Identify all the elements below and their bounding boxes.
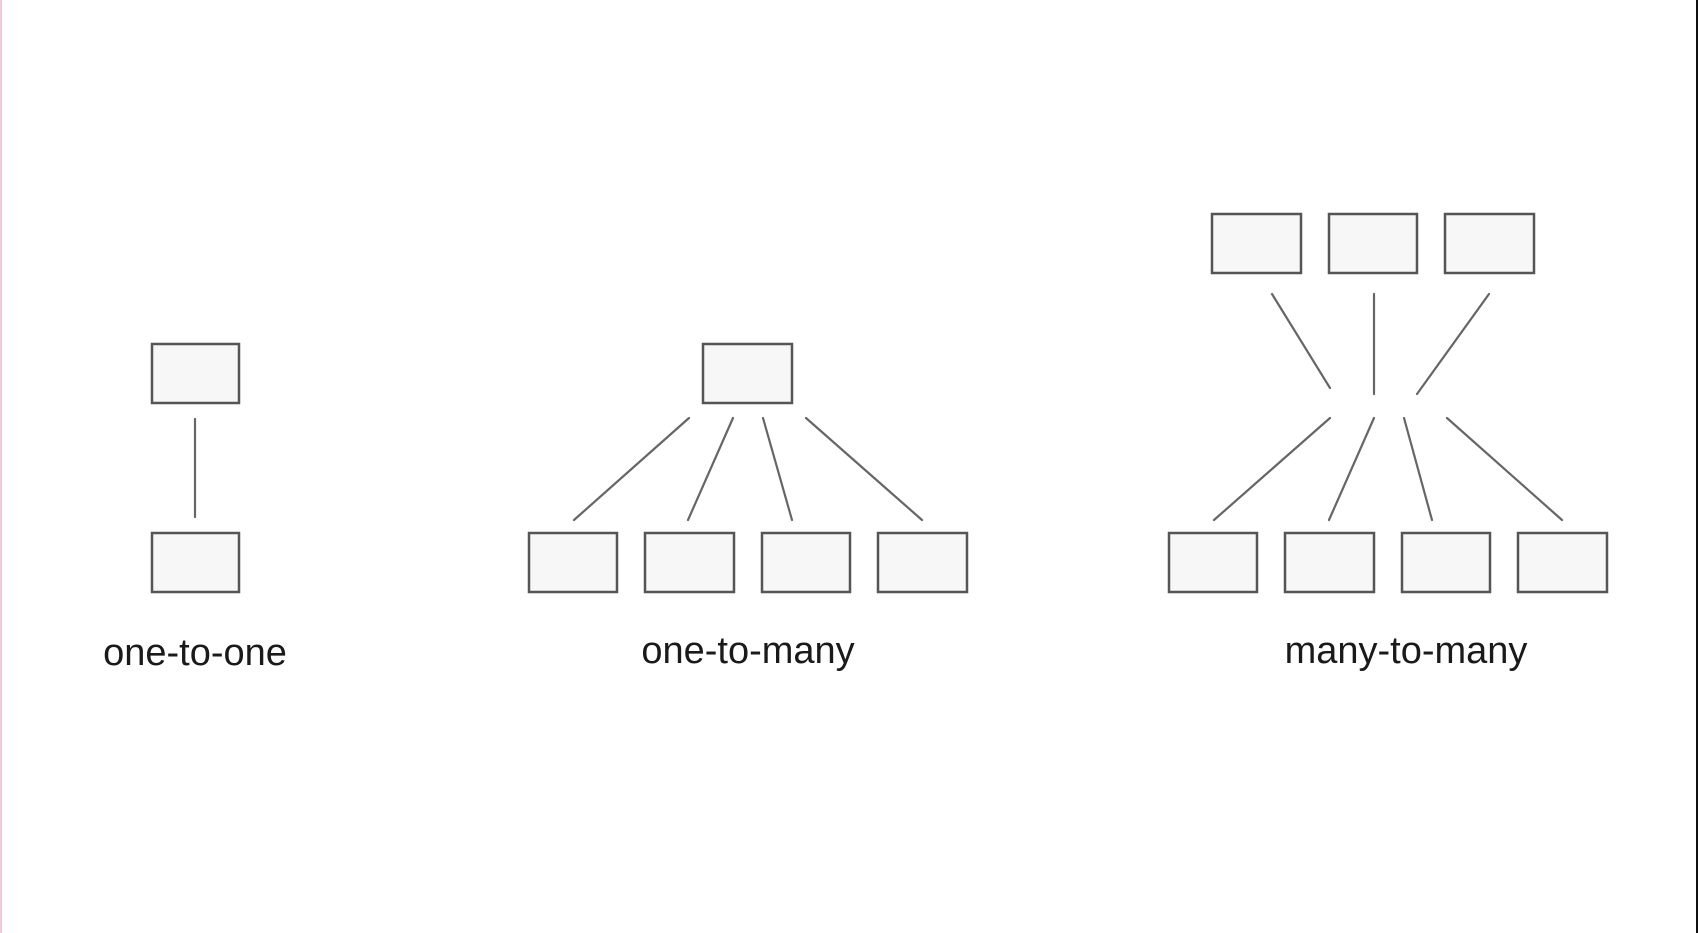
many-to-many-top-box-1: [1210, 212, 1303, 275]
one-to-many-link-4: [804, 416, 924, 522]
one-to-many-link-2: [686, 416, 735, 522]
one-to-many-bottom-box-2: [643, 531, 736, 594]
many-to-many-lower-link-2: [1327, 416, 1376, 522]
many-to-many-top-box-3: [1443, 212, 1536, 275]
one-to-one-caption: one-to-one: [103, 632, 287, 674]
many-to-many-bottom-box-2: [1283, 531, 1376, 594]
one-to-one-top-box: [150, 342, 241, 405]
one-to-many-link-3: [761, 416, 794, 522]
many-to-many-caption: many-to-many: [1284, 630, 1528, 672]
one-to-many-group: [527, 342, 969, 594]
many-to-many-top-box-2: [1327, 212, 1419, 275]
many-to-many-bottom-box-1: [1167, 531, 1259, 594]
many-to-many-bottom-box-4: [1516, 531, 1609, 594]
one-to-many-caption: one-to-many: [641, 630, 855, 672]
one-to-many-bottom-box-4: [876, 531, 969, 594]
one-to-many-bottom-box-3: [760, 531, 852, 594]
many-to-many-lower-link-1: [1212, 416, 1332, 522]
many-to-many-lower-link-3: [1402, 416, 1434, 522]
one-to-many-link-1: [572, 416, 691, 522]
many-to-many-lower-link-4: [1445, 416, 1564, 522]
one-to-one-bottom-box: [150, 531, 241, 594]
one-to-many-top-box: [701, 342, 794, 405]
many-to-many-upper-link-3: [1415, 292, 1491, 396]
many-to-many-bottom-box-3: [1400, 531, 1492, 594]
one-to-one-group: [150, 342, 241, 594]
left-border: [0, 0, 2, 933]
many-to-many-group: [1167, 212, 1609, 594]
one-to-many-bottom-box-1: [527, 531, 619, 594]
many-to-many-upper-link-1: [1270, 292, 1332, 390]
right-border: [1696, 0, 1698, 933]
